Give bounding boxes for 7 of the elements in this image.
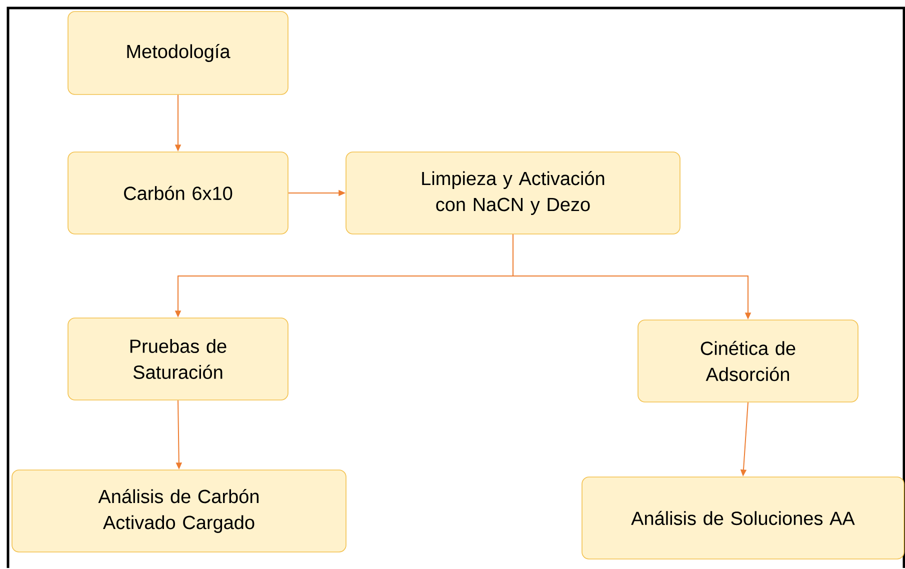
process-box: Análisis de Carbón Activado Cargado <box>12 470 346 552</box>
process-box: Cinética de Adsorción <box>638 320 858 402</box>
process-box: Pruebas de Saturación <box>68 318 288 400</box>
process-box: Limpieza y Activación con NaCN y Dezo <box>346 152 680 234</box>
process-box: Metodología <box>68 11 288 95</box>
process-box: Análisis de Soluciones AA <box>582 476 904 560</box>
process-box: Carbón 6x10 <box>68 152 288 234</box>
